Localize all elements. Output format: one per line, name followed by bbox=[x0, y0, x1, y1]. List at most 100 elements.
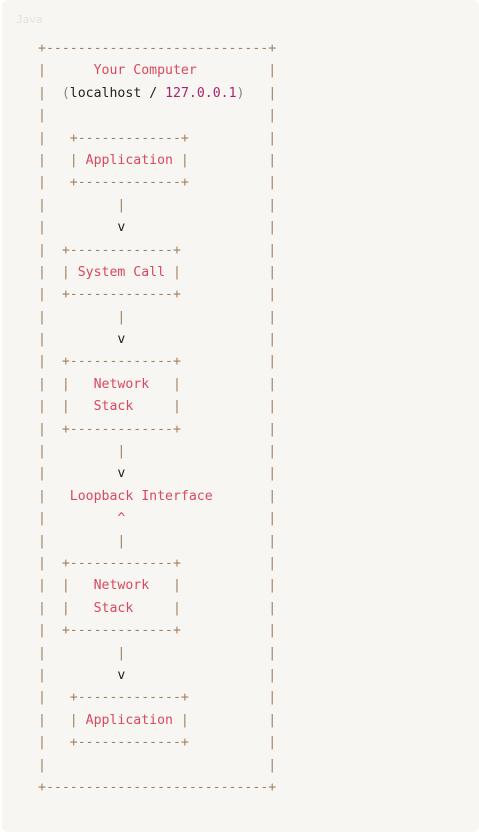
code-token: | | | bbox=[38, 309, 277, 325]
code-token: | +-------------+ | bbox=[38, 690, 277, 706]
code-line: | | | bbox=[38, 195, 276, 217]
code-token: | bbox=[268, 466, 277, 482]
code-line: +----------------------------+ bbox=[38, 38, 276, 60]
code-token: | bbox=[268, 63, 277, 79]
code-token: Application bbox=[85, 712, 173, 728]
code-token: ( bbox=[61, 85, 70, 101]
code-token: | | | bbox=[38, 533, 277, 549]
code-token: Network bbox=[93, 376, 150, 392]
code-line: | | Application | | bbox=[38, 150, 276, 172]
code-token: localhost / bbox=[69, 85, 166, 101]
code-token: | | | bbox=[38, 444, 277, 460]
code-token: +----------------------------+ bbox=[38, 41, 277, 56]
code-token: | +-------------+ | bbox=[38, 242, 277, 258]
code-line: | | Stack | | bbox=[38, 396, 276, 418]
code-token: System Call bbox=[77, 264, 166, 280]
code-token: | | bbox=[38, 578, 94, 594]
code-line: | | | bbox=[38, 531, 276, 553]
ascii-diagram: +----------------------------+ | Your Com… bbox=[38, 38, 276, 799]
code-token: | bbox=[38, 511, 46, 527]
code-token: | | bbox=[172, 152, 277, 168]
code-token: v bbox=[45, 466, 269, 482]
code-line: | | Application | | bbox=[38, 710, 276, 732]
code-line: | +-------------+ | bbox=[38, 128, 276, 150]
code-line: | v | bbox=[38, 665, 276, 687]
code-token: | | bbox=[38, 600, 94, 616]
code-token: | | bbox=[133, 399, 277, 415]
code-token bbox=[46, 86, 62, 101]
code-token: | bbox=[38, 332, 46, 348]
code-line: | Loopback Interface | bbox=[38, 486, 276, 508]
code-language-label: Java bbox=[16, 13, 43, 26]
code-token: | | bbox=[38, 108, 277, 124]
code-token: | | bbox=[38, 757, 277, 773]
code-line: | +-------------+ | bbox=[38, 419, 276, 441]
code-line: | +-------------+ | bbox=[38, 240, 276, 262]
code-token: | | bbox=[149, 578, 277, 594]
code-token: | | bbox=[38, 264, 78, 280]
code-token: | bbox=[38, 220, 46, 236]
code-line: | | | bbox=[38, 307, 276, 329]
code-token bbox=[245, 86, 269, 101]
code-token: Application bbox=[85, 152, 173, 168]
code-token: ^ bbox=[45, 511, 269, 527]
code-token: | bbox=[268, 511, 277, 527]
code-token: | +-------------+ | bbox=[38, 354, 277, 370]
code-token: | | bbox=[133, 600, 277, 616]
code-token: 127.0.0.1 bbox=[165, 85, 237, 101]
code-line: | +-------------+ | bbox=[38, 732, 276, 754]
code-token: | bbox=[38, 466, 46, 482]
code-token: | +-------------+ | bbox=[38, 175, 277, 191]
code-token: ) bbox=[236, 85, 245, 101]
code-token: | | bbox=[165, 264, 277, 280]
code-token: | | bbox=[38, 399, 94, 415]
code-token: | | bbox=[38, 376, 94, 392]
code-line: | | bbox=[38, 105, 276, 127]
code-line: | +-------------+ | bbox=[38, 172, 276, 194]
code-token: | | bbox=[172, 712, 277, 728]
code-line: | | System Call | | bbox=[38, 262, 276, 284]
code-line: | | bbox=[38, 755, 276, 777]
code-token: | | bbox=[149, 376, 277, 392]
code-line: | +-------------+ | bbox=[38, 351, 276, 373]
code-token: | | bbox=[38, 152, 86, 168]
code-line: | +-------------+ | bbox=[38, 553, 276, 575]
code-line: | v | bbox=[38, 463, 276, 485]
code-token: | +-------------+ | bbox=[38, 421, 277, 437]
code-token: v bbox=[45, 332, 269, 348]
code-token: | | | bbox=[38, 197, 277, 213]
code-line: | +-------------+ | bbox=[38, 620, 276, 642]
code-line: | | Stack | | bbox=[38, 598, 276, 620]
code-token: | | | bbox=[38, 645, 277, 661]
code-line: | +-------------+ | bbox=[38, 687, 276, 709]
code-token: Stack bbox=[93, 600, 134, 616]
code-line: | Your Computer | bbox=[38, 60, 276, 82]
code-line: | +-------------+ | bbox=[38, 284, 276, 306]
code-token: | bbox=[268, 488, 277, 504]
code-token: Your Computer bbox=[45, 63, 269, 79]
code-line: | v | bbox=[38, 329, 276, 351]
code-token: | bbox=[38, 488, 46, 504]
code-token: | bbox=[268, 332, 277, 348]
code-token: | | bbox=[38, 712, 86, 728]
code-token: +----------------------------+ bbox=[38, 779, 277, 795]
code-token: v bbox=[45, 667, 269, 683]
code-token: v bbox=[45, 220, 269, 236]
code-token: | +-------------+ | bbox=[38, 555, 277, 571]
code-token: | +-------------+ | bbox=[38, 735, 277, 751]
code-line: | | Network | | bbox=[38, 575, 276, 597]
code-token: | bbox=[38, 63, 46, 79]
code-token: Loopback Interface bbox=[45, 488, 269, 504]
code-token: | bbox=[38, 667, 46, 683]
code-token: | bbox=[38, 85, 46, 101]
code-line: | | | bbox=[38, 441, 276, 463]
code-line: | (localhost / 127.0.0.1) | bbox=[38, 83, 276, 105]
code-token: | +-------------+ | bbox=[38, 287, 277, 303]
code-line: | | | bbox=[38, 643, 276, 665]
code-token: | +-------------+ | bbox=[38, 130, 277, 146]
code-token: Stack bbox=[93, 399, 134, 415]
code-token: | bbox=[268, 667, 277, 683]
code-line: | v | bbox=[38, 217, 276, 239]
code-token: | +-------------+ | bbox=[38, 623, 277, 639]
